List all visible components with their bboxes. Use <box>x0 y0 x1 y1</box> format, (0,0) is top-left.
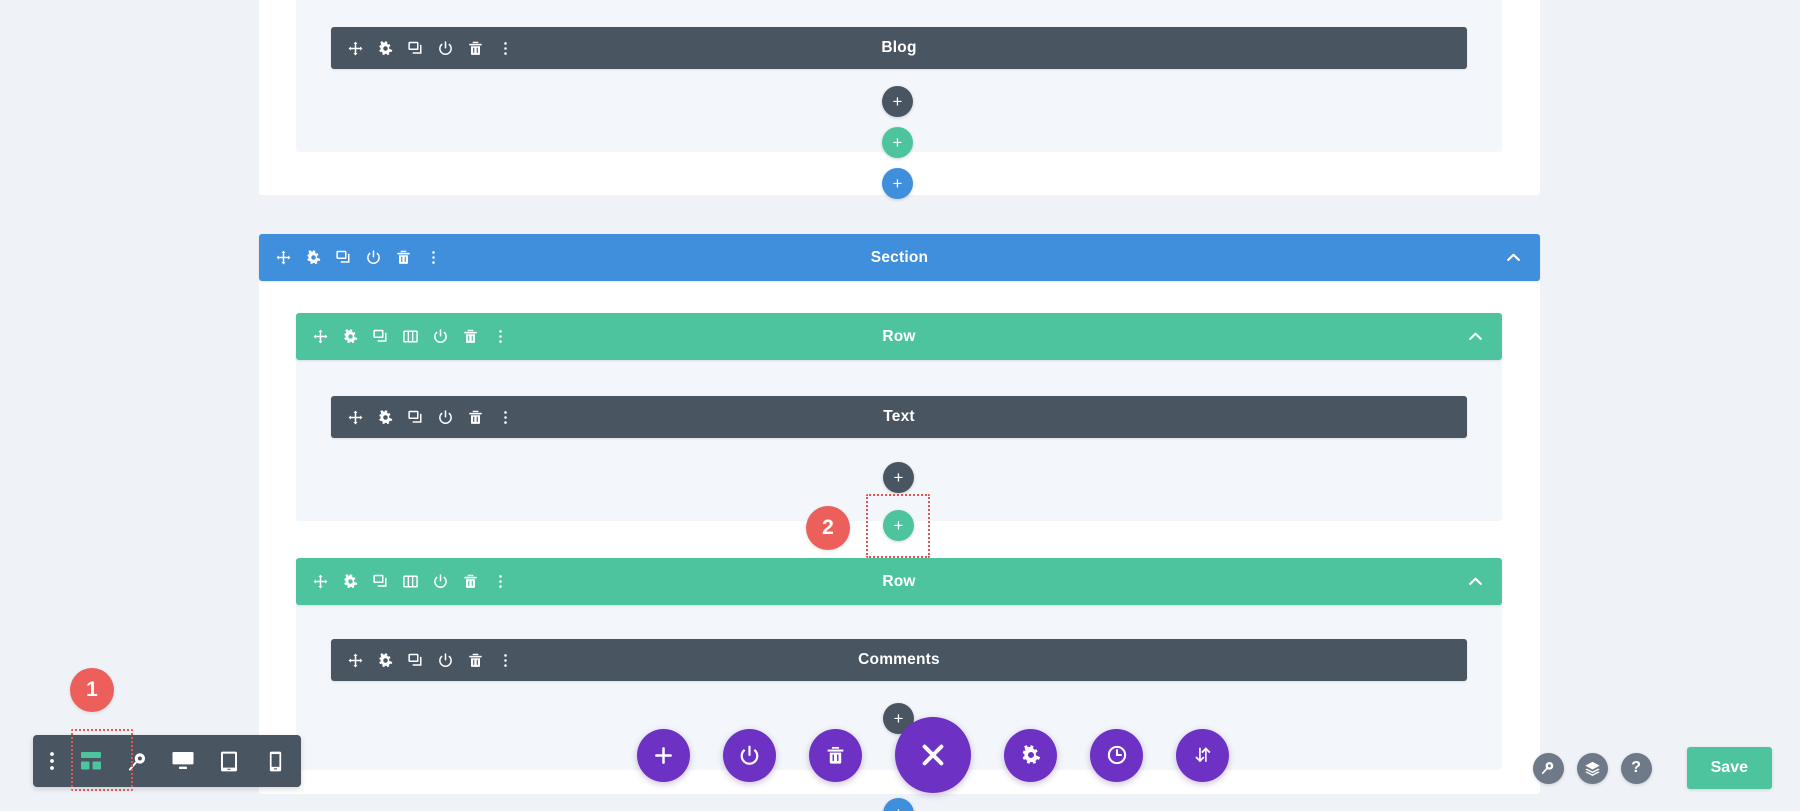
chevron-up-icon[interactable] <box>1467 573 1502 590</box>
kebab-icon[interactable] <box>425 250 441 266</box>
kebab-icon[interactable] <box>492 329 508 345</box>
row-bar-1[interactable]: Row <box>296 313 1502 360</box>
kebab-icon[interactable] <box>492 574 508 590</box>
trash-icon[interactable] <box>462 574 478 590</box>
toggle-enable-button[interactable] <box>723 728 776 782</box>
move-icon[interactable] <box>347 40 363 56</box>
duplicate-icon[interactable] <box>407 409 423 425</box>
annotation-badge-1: 1 <box>70 668 114 712</box>
module-toolbar-comments <box>331 652 513 668</box>
trash-icon[interactable] <box>467 40 483 56</box>
module-toolbar-blog <box>331 40 513 56</box>
row-toolbar-2 <box>296 574 508 590</box>
duplicate-icon[interactable] <box>407 40 423 56</box>
columns-icon[interactable] <box>402 329 418 345</box>
add-section-button[interactable]: + <box>882 168 913 199</box>
row-toolbar-1 <box>296 329 508 345</box>
view-mode-toolbar <box>33 735 301 787</box>
layers-button[interactable] <box>1576 752 1608 784</box>
module-bar-text[interactable]: Text <box>331 396 1467 438</box>
question-mark-icon: ? <box>1631 759 1642 776</box>
section-bar[interactable]: Section <box>259 234 1540 281</box>
portability-button[interactable] <box>1176 728 1229 782</box>
power-icon[interactable] <box>365 250 381 266</box>
move-icon[interactable] <box>312 329 328 345</box>
move-icon[interactable] <box>312 574 328 590</box>
blog-row-container <box>296 0 1502 152</box>
add-section-button[interactable]: + <box>883 798 914 811</box>
trash-icon[interactable] <box>462 329 478 345</box>
editing-history-button[interactable] <box>1090 728 1143 782</box>
duplicate-icon[interactable] <box>372 574 388 590</box>
module-bar-blog[interactable]: Blog <box>331 27 1467 69</box>
move-icon[interactable] <box>347 652 363 668</box>
annotation-badge-2: 2 <box>806 506 850 550</box>
section-label: Section <box>870 249 929 266</box>
chevron-up-icon[interactable] <box>1467 328 1502 345</box>
add-button-stack-top: + + + <box>882 86 913 199</box>
save-button[interactable]: Save <box>1686 747 1772 789</box>
drag-handle-icon[interactable] <box>47 748 57 774</box>
gear-icon[interactable] <box>377 652 393 668</box>
chevron-up-icon[interactable] <box>1505 249 1540 266</box>
gear-icon[interactable] <box>377 40 393 56</box>
power-icon[interactable] <box>432 574 448 590</box>
duplicate-icon[interactable] <box>407 652 423 668</box>
add-module-button[interactable]: + <box>882 86 913 117</box>
page-settings-button[interactable] <box>1004 728 1057 782</box>
gear-icon[interactable] <box>342 574 358 590</box>
add-section-button[interactable] <box>637 728 690 782</box>
gear-icon[interactable] <box>305 250 321 266</box>
gear-icon[interactable] <box>377 409 393 425</box>
wireframe-view-button[interactable] <box>79 748 103 774</box>
phone-view-button[interactable] <box>263 748 287 774</box>
page-settings-toolbar <box>637 717 1229 793</box>
module-toolbar-text <box>331 409 513 425</box>
desktop-view-button[interactable] <box>171 748 195 774</box>
close-menu-button[interactable] <box>895 717 971 793</box>
power-icon[interactable] <box>432 329 448 345</box>
trash-icon[interactable] <box>467 652 483 668</box>
module-bar-comments[interactable]: Comments <box>331 639 1467 681</box>
section-toolbar <box>259 250 441 266</box>
duplicate-icon[interactable] <box>372 329 388 345</box>
add-row-button[interactable]: + <box>883 510 914 541</box>
power-icon[interactable] <box>437 652 453 668</box>
trash-icon[interactable] <box>467 409 483 425</box>
help-button[interactable]: ? <box>1620 752 1652 784</box>
move-icon[interactable] <box>347 409 363 425</box>
kebab-icon[interactable] <box>497 652 513 668</box>
power-icon[interactable] <box>437 409 453 425</box>
columns-icon[interactable] <box>402 574 418 590</box>
delete-button[interactable] <box>809 728 862 782</box>
search-button[interactable] <box>1532 752 1564 784</box>
add-module-button[interactable]: + <box>883 462 914 493</box>
duplicate-icon[interactable] <box>335 250 351 266</box>
utility-controls: ? Save <box>1532 747 1772 789</box>
kebab-icon[interactable] <box>497 40 513 56</box>
row-bar-2[interactable]: Row <box>296 558 1502 605</box>
power-icon[interactable] <box>437 40 453 56</box>
gear-icon[interactable] <box>342 329 358 345</box>
trash-icon[interactable] <box>395 250 411 266</box>
zoom-out-view-button[interactable] <box>125 748 149 774</box>
tablet-view-button[interactable] <box>217 748 241 774</box>
kebab-icon[interactable] <box>497 409 513 425</box>
add-row-button[interactable]: + <box>882 127 913 158</box>
move-icon[interactable] <box>275 250 291 266</box>
